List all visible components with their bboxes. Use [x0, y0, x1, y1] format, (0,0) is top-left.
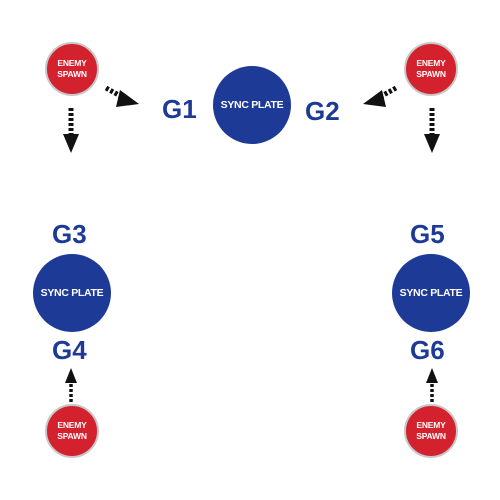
- group-label-g4: G4: [52, 335, 87, 365]
- arrow-spawn-to-g1: [104, 85, 139, 107]
- arrow-spawn-down-left: [63, 108, 79, 153]
- group-label-g1: G1: [162, 94, 197, 124]
- group-label-g6: G6: [410, 335, 445, 365]
- enemy-spawn-bottom-left: ENEMY SPAWN: [45, 404, 99, 458]
- enemy-spawn-top-right: ENEMY SPAWN: [404, 42, 458, 96]
- enemy-spawn-bottom-right: ENEMY SPAWN: [404, 404, 458, 458]
- arrow-spawn-up-right: [426, 368, 438, 402]
- sync-plate-top: SYNC PLATE: [213, 66, 291, 144]
- group-label-g5: G5: [410, 219, 445, 249]
- arrow-spawn-down-right: [424, 108, 440, 153]
- arrow-spawn-to-g2: [363, 85, 398, 107]
- enemy-spawn-top-left: ENEMY SPAWN: [45, 42, 99, 96]
- group-label-g3: G3: [52, 219, 87, 249]
- sync-plate-right: SYNC PLATE: [392, 254, 470, 332]
- arrow-spawn-up-left: [65, 368, 77, 402]
- sync-plate-left: SYNC PLATE: [33, 254, 111, 332]
- group-label-g2: G2: [305, 96, 340, 126]
